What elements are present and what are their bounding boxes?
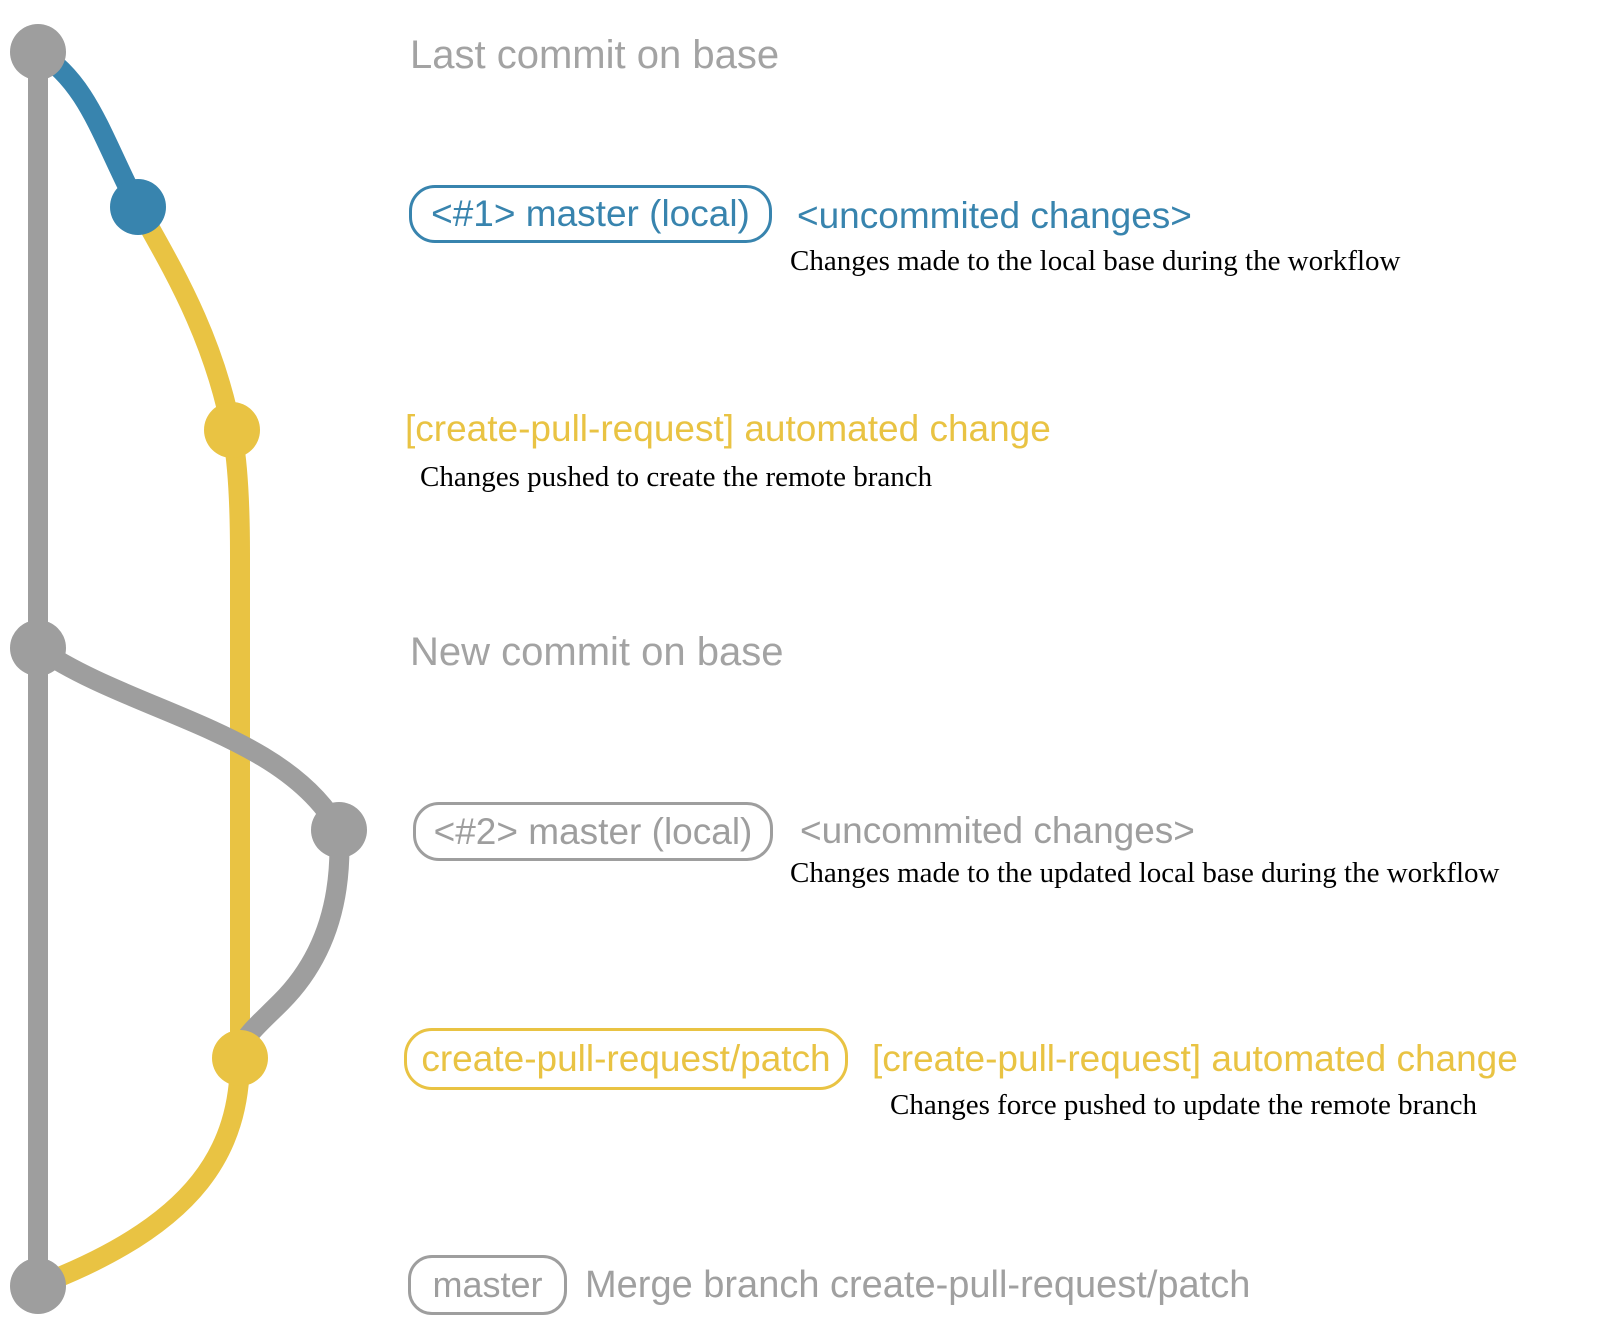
commit-dot-patch-1 [204,402,260,458]
commit-dot-last-base [10,24,66,80]
heading-merge-branch: Merge branch create-pull-request/patch [585,1264,1251,1306]
commit-dot-patch-2 [212,1030,268,1086]
heading-automated-change-2: [create-pull-request] automated change [872,1038,1518,1079]
label-new-commit-on-base: New commit on base [410,630,784,674]
caption-force-pushed-update-remote: Changes force pushed to update the remot… [890,1089,1478,1121]
branch-badge-patch-text: create-pull-request/patch [421,1038,831,1079]
caption-local-base-changes: Changes made to the local base during th… [790,245,1401,277]
heading-uncommited-changes-2: <uncommited changes> [800,810,1195,851]
branch-badge-master-local-2: <#2> master (local) [413,802,773,861]
label-last-commit-on-base: Last commit on base [410,33,780,77]
heading-automated-change-1: [create-pull-request] automated change [405,408,1051,449]
branch-badge-master: master [408,1255,567,1315]
branch-badge-patch: create-pull-request/patch [404,1028,848,1090]
branch-badge-master-text: master [432,1264,543,1305]
branch-badge-master-local-2-text: <#2> master (local) [433,810,753,852]
caption-pushed-create-remote: Changes pushed to create the remote bran… [420,461,933,493]
commit-dot-local-1 [110,179,166,235]
caption-updated-local-base-changes: Changes made to the updated local base d… [790,857,1500,889]
patch-branch-line [48,202,250,1290]
heading-uncommited-changes-1: <uncommited changes> [797,195,1192,236]
commit-dot-local-2 [311,802,367,858]
branch-badge-master-local-1: <#1> master (local) [409,185,772,243]
updated-local-branch-curve [32,639,350,1060]
commit-dot-new-base [10,620,66,676]
commit-dot-merge [10,1258,66,1314]
branch-badge-master-local-1-text: <#1> master (local) [431,193,750,234]
